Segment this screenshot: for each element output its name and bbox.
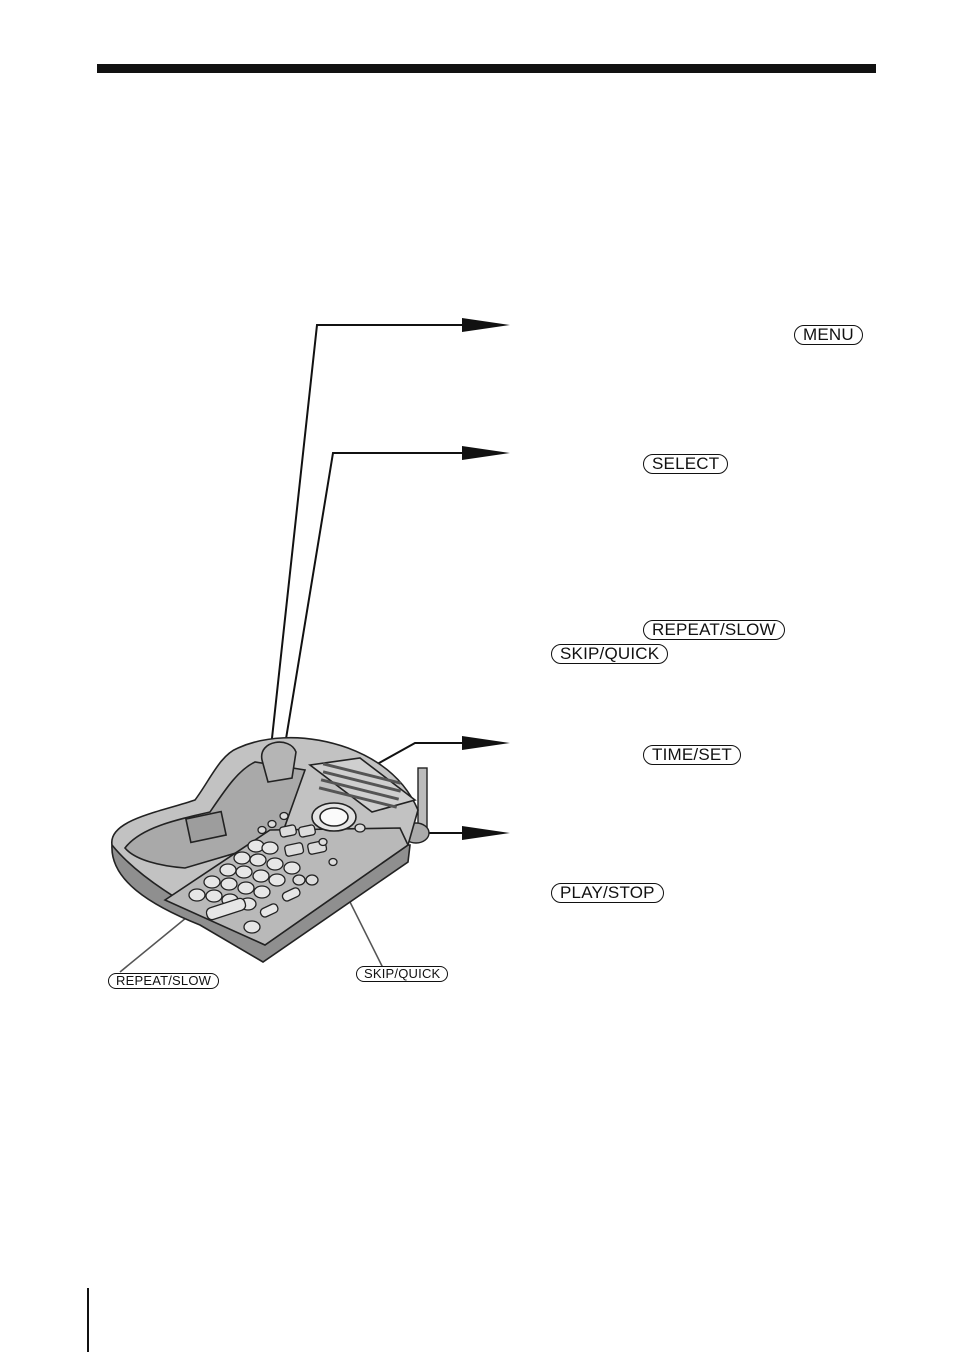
control-buttons [257,811,366,886]
footer-side-rule [87,1288,89,1352]
menu-key: MENU [794,325,863,345]
select-key: SELECT [643,454,729,474]
speaker-grille [318,762,402,809]
keypad [188,839,301,934]
skip-quick-callout: SKIP/QUICK [356,966,449,982]
header-rule [97,64,876,73]
repeat-slow-key: REPEAT/SLOW [643,620,785,640]
play-stop-key: PLAY/STOP [551,883,664,903]
skip-quick-key: SKIP/QUICK [551,644,669,664]
time-set-key: TIME/SET [643,745,741,765]
repeat-slow-callout: REPEAT/SLOW [108,973,220,989]
arrow-heads [462,318,510,840]
